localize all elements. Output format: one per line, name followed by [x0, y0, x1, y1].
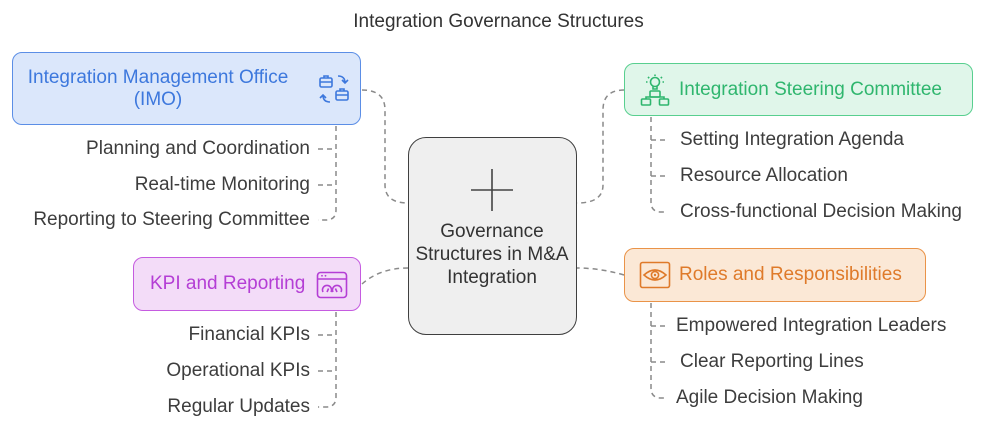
imo-node: Integration Management Office (IMO) [12, 52, 361, 125]
roles-branch [650, 303, 667, 399]
plus-icon [471, 169, 513, 211]
eye-icon [639, 261, 671, 289]
roles-item: Agile Decision Making [676, 387, 863, 408]
kpi-item: Regular Updates [167, 396, 310, 417]
connector-steering [576, 89, 625, 204]
imo-item: Real-time Monitoring [134, 174, 310, 195]
imo-item: Reporting to Steering Committee [33, 209, 310, 230]
center-node: Governance Structures in M&A Integration [408, 137, 577, 335]
connector-kpi [361, 267, 409, 285]
connector-roles [576, 267, 625, 276]
steering-branch [650, 117, 667, 213]
roles-item: Empowered Integration Leaders [676, 315, 947, 336]
kpi-label: KPI and Reporting [150, 273, 306, 294]
steering-item: Resource Allocation [680, 165, 848, 186]
imo-branch [318, 126, 337, 221]
steering-item: Setting Integration Agenda [680, 129, 904, 150]
idea-hierarchy-icon [640, 74, 670, 106]
diagram-title: Integration Governance Structures [353, 11, 644, 32]
kpi-item: Operational KPIs [166, 360, 310, 381]
connector-imo [361, 89, 409, 204]
dashboard-icon [316, 271, 348, 299]
steering-item: Cross-functional Decision Making [680, 201, 962, 222]
kpi-node: KPI and Reporting [133, 257, 361, 311]
kpi-item: Financial KPIs [188, 324, 310, 345]
imo-item: Planning and Coordination [86, 138, 310, 159]
roles-node: Roles and Responsibilities [624, 248, 926, 302]
kpi-branch [318, 312, 337, 408]
roles-item: Clear Reporting Lines [680, 351, 864, 372]
steering-label: Integration Steering Committee [679, 78, 942, 100]
imo-label: Integration Management Office (IMO) [27, 66, 289, 110]
center-label: Governance Structures in M&A Integration [415, 221, 569, 288]
briefcase-exchange-icon [319, 75, 349, 103]
roles-label: Roles and Responsibilities [679, 264, 902, 285]
steering-node: Integration Steering Committee [624, 63, 973, 116]
